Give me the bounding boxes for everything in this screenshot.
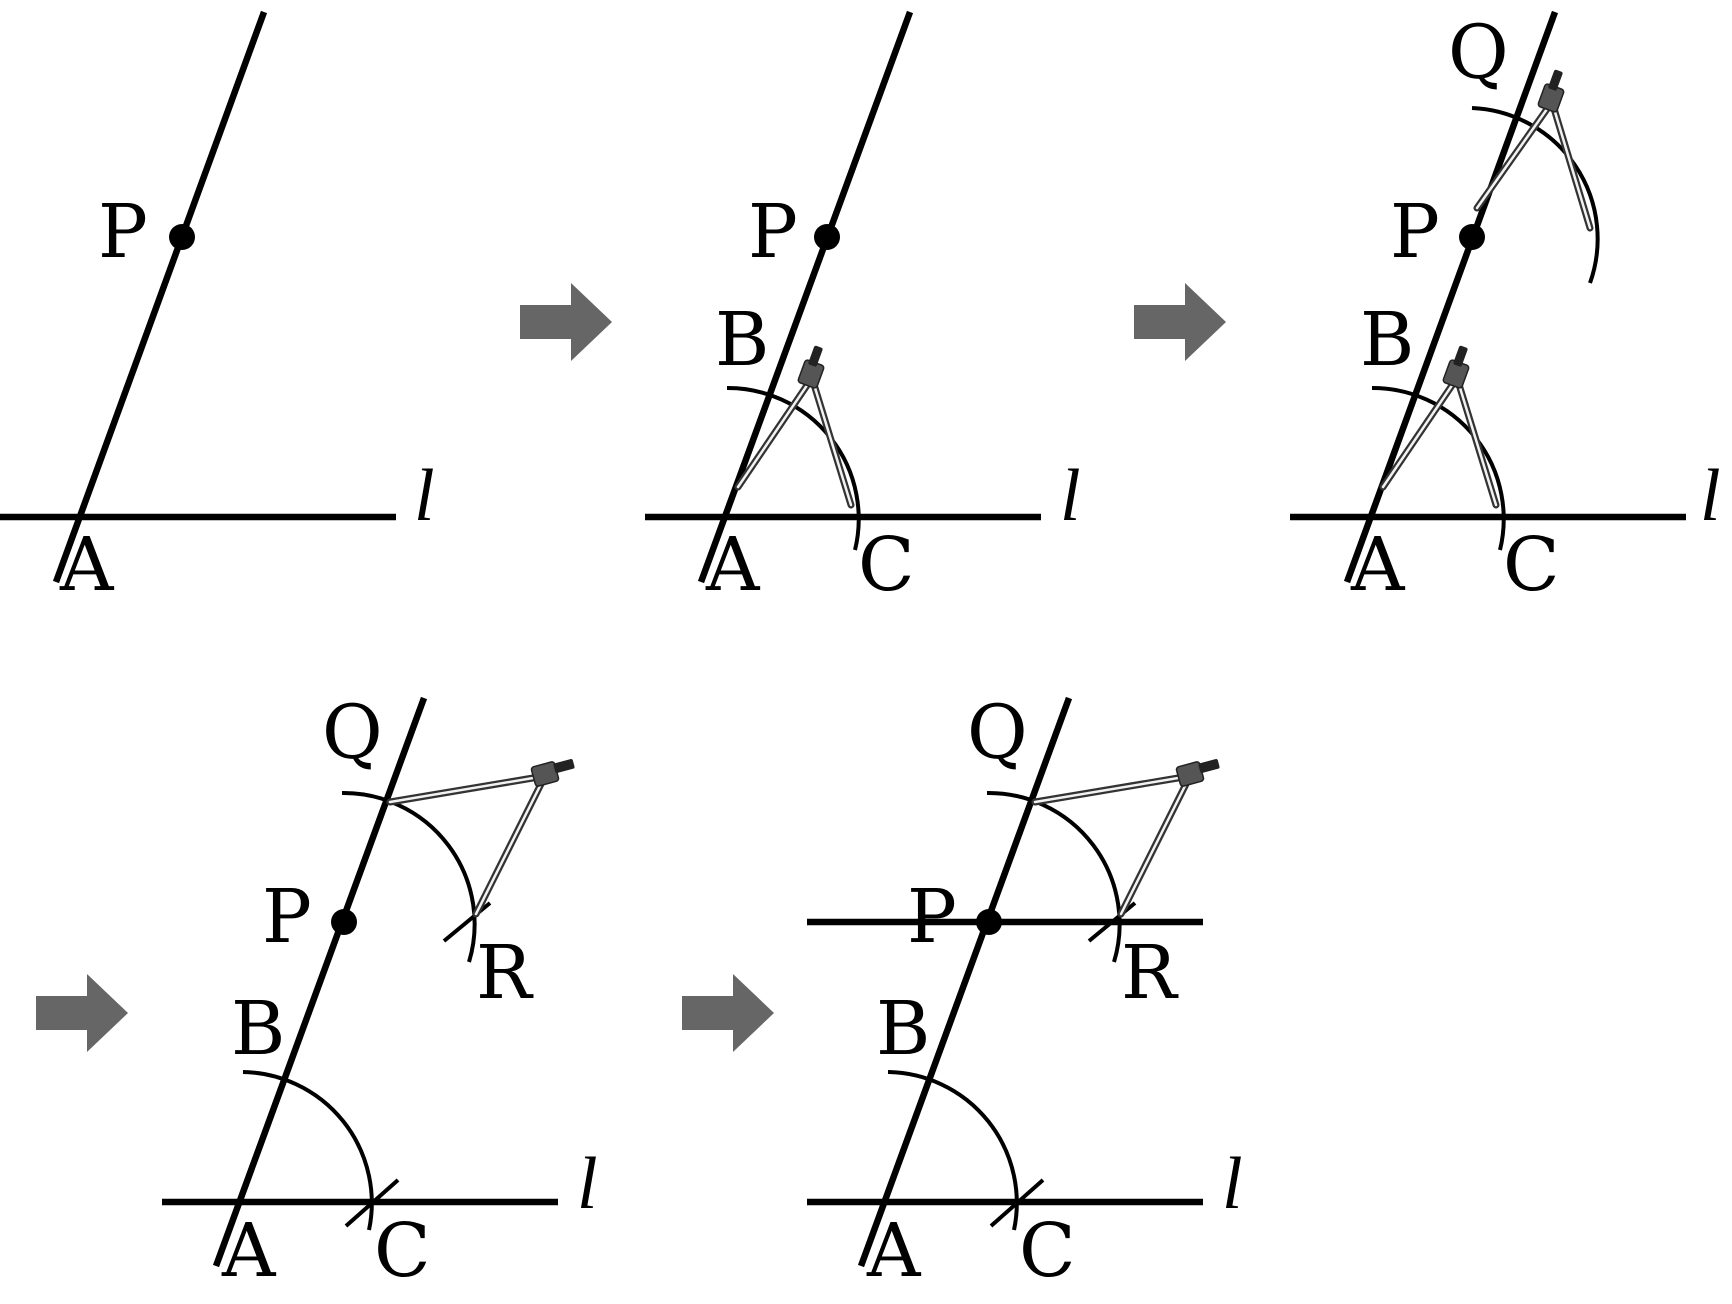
- point-p: [814, 224, 840, 250]
- step-arrow-3: [36, 974, 128, 1052]
- label-q: Q: [967, 690, 1028, 776]
- label-a: A: [221, 1208, 277, 1294]
- arc-tick-r: [442, 901, 492, 943]
- arc-tick-c: [989, 1178, 1045, 1228]
- compass-icon: [1379, 345, 1500, 509]
- step-arrow-4: [682, 974, 774, 1052]
- point-p: [169, 224, 195, 250]
- label-c: C: [374, 1208, 431, 1294]
- step-4-panel: Q P B R A C l: [162, 690, 598, 1294]
- label-l: l: [1700, 455, 1721, 537]
- label-p: P: [262, 874, 312, 960]
- label-p: P: [98, 189, 148, 275]
- arc-qr: [986, 790, 1122, 963]
- step-5-panel: Q P B R A C l: [807, 690, 1243, 1294]
- label-a: A: [1350, 522, 1406, 608]
- step-1-panel: P A l: [0, 10, 435, 608]
- label-a: A: [59, 522, 115, 608]
- point-p: [331, 909, 357, 935]
- label-b: B: [231, 986, 285, 1072]
- step-2-panel: B P A C l: [645, 10, 1081, 608]
- step-arrow-2: [1134, 283, 1226, 361]
- step-arrow-1: [520, 283, 612, 361]
- compass-icon: [734, 345, 855, 509]
- label-b: B: [1360, 297, 1414, 383]
- label-p: P: [748, 189, 798, 275]
- label-l: l: [1222, 1143, 1243, 1225]
- label-r: R: [1121, 930, 1179, 1016]
- compass-icon: [1031, 759, 1220, 918]
- label-q: Q: [322, 690, 383, 776]
- point-p: [1459, 224, 1485, 250]
- point-p: [976, 909, 1002, 935]
- arc-tick-c: [344, 1178, 400, 1228]
- label-a: A: [866, 1208, 922, 1294]
- arc-bc: [887, 1070, 1019, 1231]
- label-c: C: [1019, 1208, 1076, 1294]
- arc-bc: [242, 1070, 374, 1231]
- label-a: A: [705, 522, 761, 608]
- compass-icon: [386, 759, 575, 918]
- step-3-panel: Q P B A C l: [1290, 10, 1721, 608]
- label-r: R: [476, 930, 534, 1016]
- label-l: l: [414, 455, 435, 537]
- label-q: Q: [1448, 10, 1509, 96]
- compass-icon: [1473, 69, 1594, 232]
- label-l: l: [577, 1143, 598, 1225]
- label-p: P: [907, 874, 957, 960]
- arc-tick-r: [1087, 901, 1137, 943]
- arc-q: [1471, 106, 1600, 284]
- label-p: P: [1390, 189, 1440, 275]
- label-b: B: [876, 986, 930, 1072]
- label-c: C: [858, 522, 915, 608]
- transversal-line: [212, 696, 428, 1268]
- label-l: l: [1060, 455, 1081, 537]
- label-c: C: [1503, 522, 1560, 608]
- transversal-line: [52, 10, 268, 584]
- arc-qr: [341, 790, 477, 963]
- label-b: B: [715, 297, 769, 383]
- transversal-line: [857, 696, 1073, 1268]
